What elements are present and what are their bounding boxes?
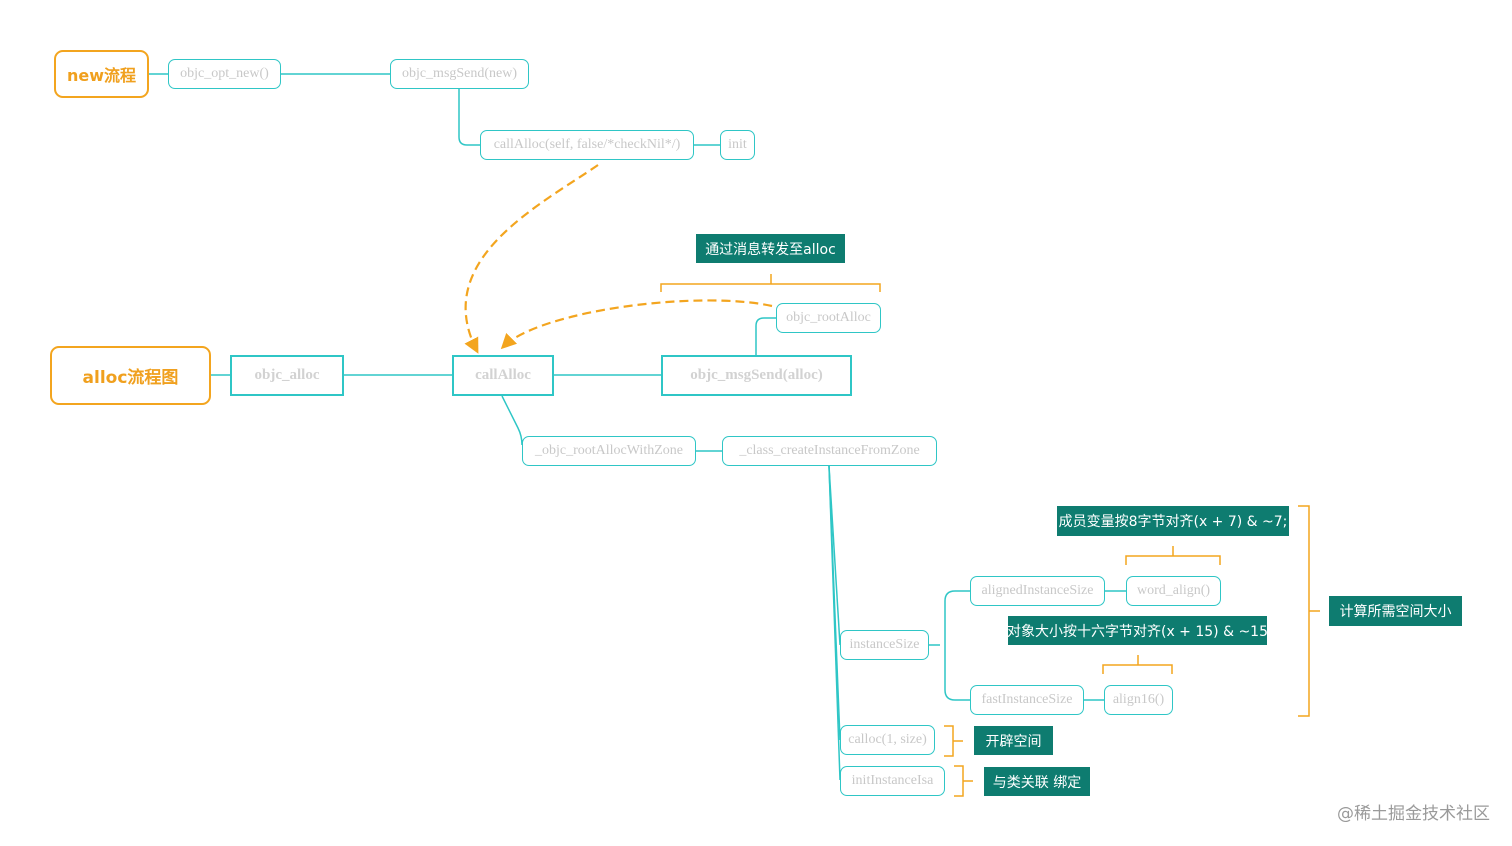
dashed-arrow-forward-to-callAlloc <box>500 299 773 350</box>
root-new-flow[interactable]: new流程 <box>54 50 149 98</box>
connector <box>458 89 480 146</box>
note-object-align: 对象大小按十六字节对齐(x + 15) & ~15 <box>1007 616 1268 645</box>
node-fastinstancesize[interactable]: fastInstanceSize <box>970 685 1084 715</box>
node-objc-opt-new[interactable]: objc_opt_new() <box>168 59 281 89</box>
node-align16[interactable]: align16() <box>1104 685 1173 715</box>
node-class-createinstancefromzone[interactable]: _class_createInstanceFromZone <box>722 436 937 466</box>
watermark: @稀土掘金技术社区 <box>1337 804 1490 824</box>
node-callalloc[interactable]: callAlloc <box>452 355 554 396</box>
bracket <box>660 274 881 292</box>
bracket <box>944 725 963 757</box>
bracket <box>1298 505 1320 717</box>
node-instancesize[interactable]: instanceSize <box>840 630 929 660</box>
node-objc-msgsend-new[interactable]: objc_msgSend(new) <box>390 59 529 89</box>
connector <box>828 465 841 781</box>
note-compute-space: 计算所需空间大小 <box>1329 596 1462 626</box>
bracket <box>954 765 973 797</box>
node-word-align[interactable]: word_align() <box>1126 576 1221 606</box>
connector <box>755 317 777 356</box>
bracket <box>1125 546 1221 565</box>
bracket <box>1102 655 1173 674</box>
root-alloc-flow[interactable]: alloc流程图 <box>50 346 211 405</box>
node-init[interactable]: init <box>720 130 755 160</box>
note-alloc-space: 开辟空间 <box>974 726 1053 755</box>
node-callalloc-call[interactable]: callAlloc(self, false/*checkNil*/) <box>480 130 694 160</box>
note-bind-class: 与类关联 绑定 <box>984 767 1090 796</box>
note-msg-forward: 通过消息转发至alloc <box>696 234 845 263</box>
node-initinstanceisa[interactable]: initInstanceIsa <box>840 766 945 796</box>
node-calloc[interactable]: calloc(1, size) <box>840 725 935 755</box>
node-objc-rootallocwithzone[interactable]: _objc_rootAllocWithZone <box>522 436 696 466</box>
note-member-align: 成员变量按8字节对齐(x + 7) & ~7; <box>1057 506 1289 536</box>
node-objc-alloc[interactable]: objc_alloc <box>230 355 344 396</box>
dashed-arrow-new-to-callAlloc <box>464 164 599 354</box>
connector <box>928 590 970 701</box>
node-objc-msgsend-alloc[interactable]: objc_msgSend(alloc) <box>661 355 852 396</box>
node-alignedinstancesize[interactable]: alignedInstanceSize <box>970 576 1105 606</box>
connector <box>501 395 523 446</box>
node-objc-rootalloc[interactable]: objc_rootAlloc <box>776 303 881 333</box>
